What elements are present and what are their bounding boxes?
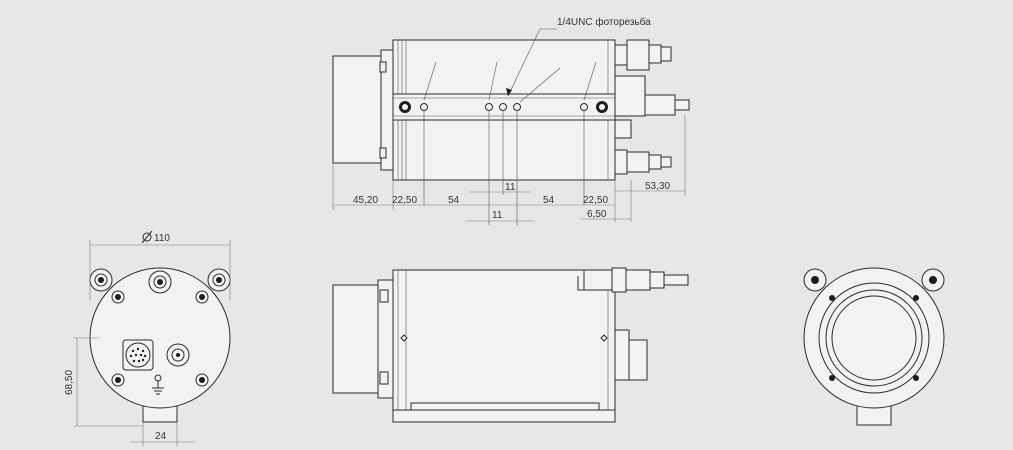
lens-inner-ring bbox=[831, 295, 917, 381]
back-ear-right bbox=[921, 268, 945, 292]
ground-icon bbox=[152, 374, 164, 395]
dim-22-50-right: 22,50 bbox=[583, 195, 608, 206]
dim-diameter-110: 110 bbox=[154, 233, 170, 244]
dim-11-bottom: 11 bbox=[492, 210, 503, 221]
ear-right bbox=[207, 268, 231, 292]
side-view bbox=[332, 267, 689, 423]
dim-6-50: 6,50 bbox=[587, 209, 607, 220]
top-lens-housing bbox=[332, 55, 386, 164]
dim-24: 24 bbox=[155, 431, 167, 442]
back-view bbox=[803, 267, 945, 426]
dim-11-top: 11 bbox=[505, 182, 516, 193]
dim-53-30: 53,30 bbox=[645, 181, 670, 192]
dim-68-50: 68,50 bbox=[64, 370, 75, 395]
side-main-body bbox=[392, 269, 616, 411]
dim-54-left: 54 bbox=[448, 195, 460, 206]
dim-22-50-left: 22,50 bbox=[392, 195, 417, 206]
thread-annotation: 1/4UNC фоторезьба bbox=[557, 16, 651, 28]
top-view bbox=[332, 28, 690, 225]
dim-54-right: 54 bbox=[543, 195, 555, 206]
dim-45-20: 45,20 bbox=[353, 195, 378, 206]
back-ear-left bbox=[803, 268, 827, 292]
ear-left bbox=[89, 268, 113, 292]
ear-center bbox=[148, 270, 172, 294]
front-view bbox=[74, 240, 231, 446]
diameter-icon bbox=[141, 230, 153, 244]
